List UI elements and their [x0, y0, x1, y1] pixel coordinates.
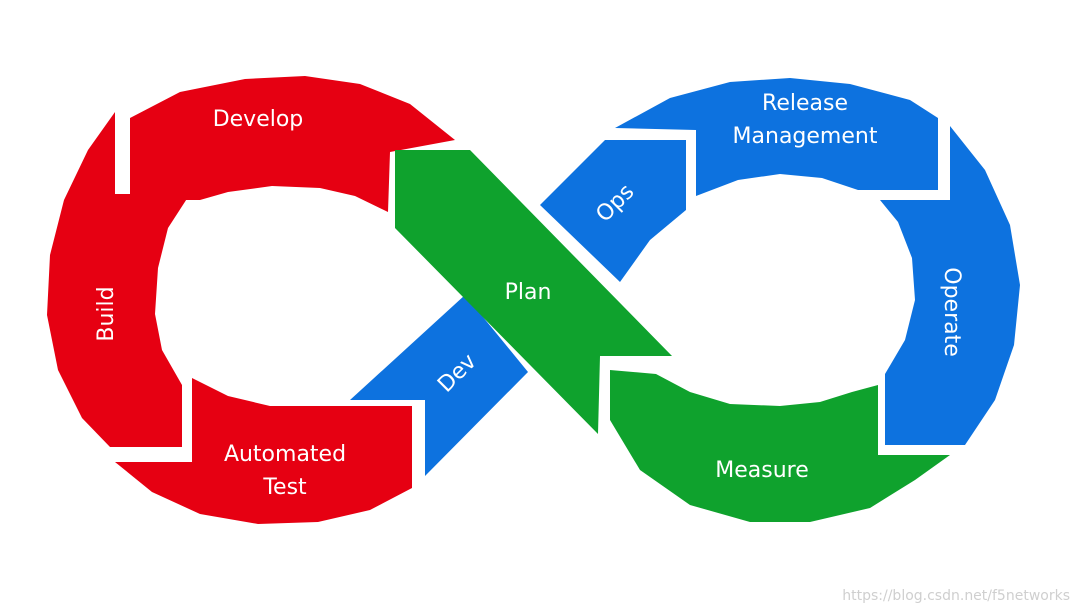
dev-segment	[350, 295, 528, 476]
build-segment	[47, 112, 190, 447]
automated-test-label-line1: Automated	[224, 442, 346, 467]
measure-segment	[610, 370, 950, 522]
develop-label: Develop	[213, 107, 304, 132]
watermark: https://blog.csdn.net/f5networks	[842, 588, 1070, 604]
build-label: Build	[94, 286, 119, 341]
measure-label: Measure	[715, 458, 809, 483]
release-management-label-line1: Release	[762, 91, 848, 116]
release-management-label-line2: Management	[733, 124, 878, 149]
ops-segment	[540, 140, 686, 282]
automated-test-segment	[115, 378, 412, 524]
automated-test-label-line2: Test	[262, 475, 307, 500]
develop-segment	[130, 76, 455, 212]
release-management-segment	[615, 78, 938, 196]
plan-label: Plan	[505, 280, 552, 305]
operate-label: Operate	[939, 267, 964, 357]
operate-segment	[880, 126, 1020, 445]
plan-segment	[395, 150, 672, 434]
